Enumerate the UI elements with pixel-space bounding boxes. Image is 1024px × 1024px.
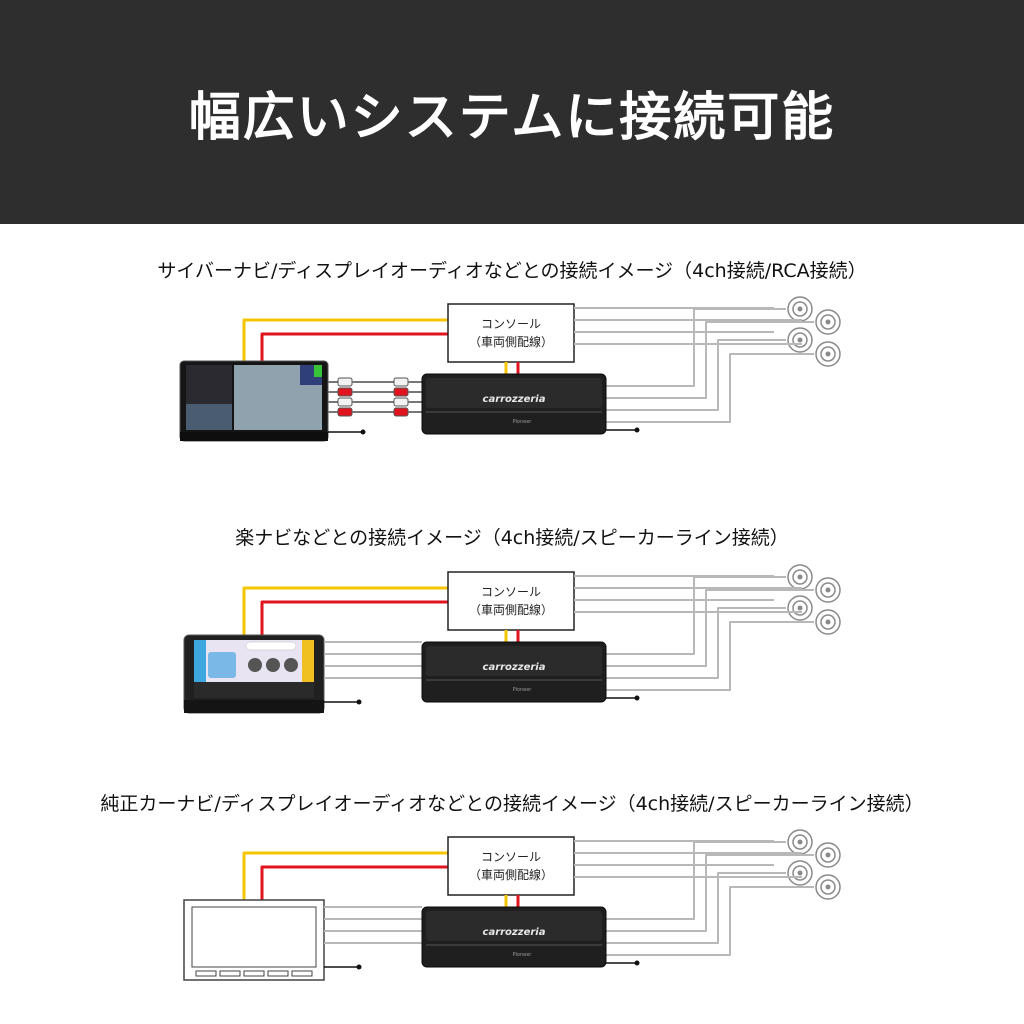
section-heading-1: サイバーナビ/ディスプレイオーディオなどとの接続イメージ（4ch接続/RCA接続… xyxy=(157,260,867,282)
rca-plug-icon xyxy=(393,387,409,397)
amp-output-wire xyxy=(606,576,786,655)
navi-screen-signal xyxy=(314,365,322,377)
navi-screen-photo xyxy=(186,404,232,430)
raku-app-icon xyxy=(266,658,280,672)
rca-plug-icon xyxy=(393,377,409,387)
page-title: 幅広いシステムに接続可能 xyxy=(188,87,836,148)
amp-output-wire xyxy=(606,308,786,387)
amp-output-wire xyxy=(606,841,786,920)
raku-search-bar xyxy=(245,641,297,651)
acc-wire-yellow xyxy=(242,851,448,900)
console-label: コンソール xyxy=(481,585,541,599)
battery-wire-red xyxy=(260,600,448,635)
amplifier-panel xyxy=(426,646,602,676)
ground-point xyxy=(360,429,366,435)
rca-plug-icon xyxy=(337,377,353,387)
amplifier-brand: carrozzeria xyxy=(483,662,546,673)
rca-plug-icon xyxy=(337,387,353,397)
console-sublabel: （車両側配線） xyxy=(469,867,553,882)
raku-screen-dock xyxy=(194,682,314,698)
battery-wire-red xyxy=(260,332,448,361)
amp-output-wire xyxy=(606,321,814,399)
title-banner: 幅広いシステムに接続可能 xyxy=(0,0,1024,224)
speaker-center-icon xyxy=(797,870,803,876)
amplifier-panel xyxy=(426,911,602,941)
speaker-center-icon xyxy=(797,839,803,845)
amplifier-maker: Pioneer xyxy=(513,687,533,693)
amp-output-wire xyxy=(606,339,786,411)
rca-plug-icon xyxy=(337,397,353,407)
amplifier-brand: carrozzeria xyxy=(483,394,546,405)
speaker-center-icon xyxy=(825,587,831,593)
oem-display-button xyxy=(195,970,217,977)
rca-plug-icon xyxy=(337,407,353,417)
raku-app-icon xyxy=(284,658,298,672)
amplifier-panel xyxy=(426,378,602,408)
speaker-center-icon xyxy=(825,619,831,625)
section-heading-2: 楽ナビなどとの接続イメージ（4ch接続/スピーカーライン接続） xyxy=(235,527,789,549)
oem-display-button xyxy=(267,970,289,977)
acc-wire-yellow xyxy=(242,318,448,361)
raku-screen-album xyxy=(208,652,236,678)
amp-output-wire xyxy=(606,353,814,423)
amp-output-wire xyxy=(606,589,814,667)
amplifier-maker: Pioneer xyxy=(513,952,533,958)
oem-display-screen xyxy=(191,906,317,968)
raku-button-strip xyxy=(184,700,324,713)
ground-point xyxy=(634,960,640,966)
speaker-center-icon xyxy=(825,852,831,858)
ground-point xyxy=(356,964,362,970)
rca-plug-icon xyxy=(393,397,409,407)
speaker-center-icon xyxy=(797,574,803,580)
amp-output-wire xyxy=(606,872,786,944)
oem-display-button xyxy=(291,970,313,977)
speaker-center-icon xyxy=(797,337,803,343)
console-sublabel: （車両側配線） xyxy=(469,334,553,349)
amp-output-wire xyxy=(606,886,814,956)
rca-plug-icon xyxy=(393,407,409,417)
navi-button-strip xyxy=(180,432,328,441)
speaker-center-icon xyxy=(825,319,831,325)
amp-output-wire xyxy=(606,621,814,691)
amp-output-wire xyxy=(606,607,786,679)
ground-point xyxy=(634,427,640,433)
console-box xyxy=(447,303,575,363)
speaker-center-icon xyxy=(825,884,831,890)
section-heading-3: 純正カーナビ/ディスプレイオーディオなどとの接続イメージ（4ch接続/スピーカー… xyxy=(100,793,924,815)
oem-display-button xyxy=(219,970,241,977)
console-box xyxy=(447,836,575,896)
battery-wire-red xyxy=(260,865,448,900)
console-sublabel: （車両側配線） xyxy=(469,602,553,617)
amplifier-brand: carrozzeria xyxy=(483,927,546,938)
raku-app-icon xyxy=(248,658,262,672)
acc-wire-yellow xyxy=(242,586,448,635)
amplifier-maker: Pioneer xyxy=(513,419,533,425)
amp-output-wire xyxy=(606,854,814,932)
oem-display-button xyxy=(243,970,265,977)
ground-point xyxy=(634,695,640,701)
speaker-center-icon xyxy=(797,306,803,312)
speaker-center-icon xyxy=(797,605,803,611)
ground-point xyxy=(356,699,362,705)
speaker-center-icon xyxy=(825,351,831,357)
console-box xyxy=(447,571,575,631)
console-label: コンソール xyxy=(481,850,541,864)
console-label: コンソール xyxy=(481,317,541,331)
